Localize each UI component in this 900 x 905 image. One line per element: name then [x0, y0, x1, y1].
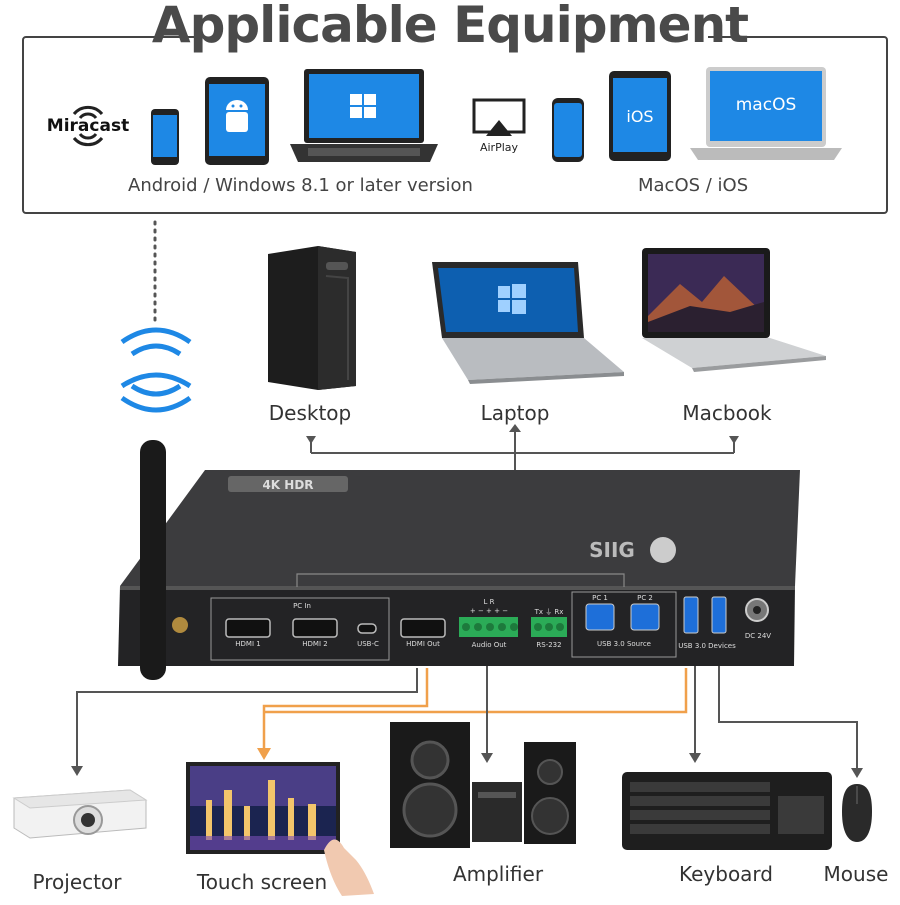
port-label-hdmi-out: HDMI Out [406, 640, 440, 648]
output-label-keyboard: Keyboard [678, 862, 773, 886]
macbook-laptop-icon [640, 246, 830, 379]
output-label-projector: Projector [32, 870, 122, 894]
svg-text:SIIG: SIIG [589, 538, 635, 562]
svg-text:Miracast: Miracast [47, 116, 129, 136]
touch-screen-icon [184, 760, 384, 905]
source-label-desktop: Desktop [268, 401, 352, 425]
ipad-icon: iOS [608, 70, 672, 167]
keyboard-icon [620, 770, 834, 857]
port-label-pc2: PC 2 [637, 594, 653, 602]
source-label-macbook: Macbook [682, 401, 772, 425]
airplay-logo: AirPlay [470, 98, 530, 161]
port-label-pc1: PC 1 [592, 594, 608, 602]
iphone-icon [551, 97, 585, 168]
presentation-switcher-device: 4K HDR SIIG [110, 466, 810, 671]
svg-text:iOS: iOS [626, 107, 653, 126]
port-label-usb-devices: USB 3.0 Devices [678, 642, 736, 650]
mouse-icon [840, 782, 874, 849]
macos-ios-caption: MacOS / iOS [638, 175, 749, 196]
svg-text:macOS: macOS [736, 95, 797, 115]
android-tablet-icon [204, 76, 270, 171]
desktop-tower-icon [258, 240, 358, 397]
port-label-pc-in: PC In [293, 602, 311, 610]
output-label-touch-screen: Touch screen [196, 870, 328, 894]
port-label-audio-pins: + − + + − [469, 607, 509, 615]
output-label-mouse: Mouse [823, 862, 889, 886]
android-phone-icon [150, 108, 180, 171]
projector-icon [10, 778, 150, 849]
page-title: Applicable Equipment [151, 0, 749, 54]
miracast-logo: Miracast [46, 96, 130, 161]
port-label-audio-lr: L R [483, 598, 495, 606]
output-label-amplifier: Amplifier [452, 862, 544, 886]
svg-text:AirPlay: AirPlay [480, 141, 519, 154]
windows-laptop-icon [288, 68, 440, 171]
macbook-icon: macOS [688, 66, 844, 169]
port-label-usbc: USB-C [357, 640, 379, 648]
amplifier-icon [388, 718, 588, 859]
port-label-audio-out: Audio Out [471, 641, 507, 649]
svg-text:4K HDR: 4K HDR [262, 478, 313, 492]
port-label-rs232-pins: Tx ⏚ Rx [534, 608, 564, 616]
port-label-rs232: RS-232 [536, 641, 562, 649]
port-label-usb-source: USB 3.0 Source [597, 640, 651, 648]
laptop-icon [428, 258, 628, 391]
port-label-dc: DC 24V [744, 632, 772, 640]
port-label-hdmi2: HDMI 2 [302, 640, 328, 648]
source-label-laptop: Laptop [480, 401, 550, 425]
wifi-signal-icon [116, 320, 196, 425]
android-windows-caption: Android / Windows 8.1 or later version [128, 175, 473, 196]
port-label-hdmi1: HDMI 1 [235, 640, 261, 648]
